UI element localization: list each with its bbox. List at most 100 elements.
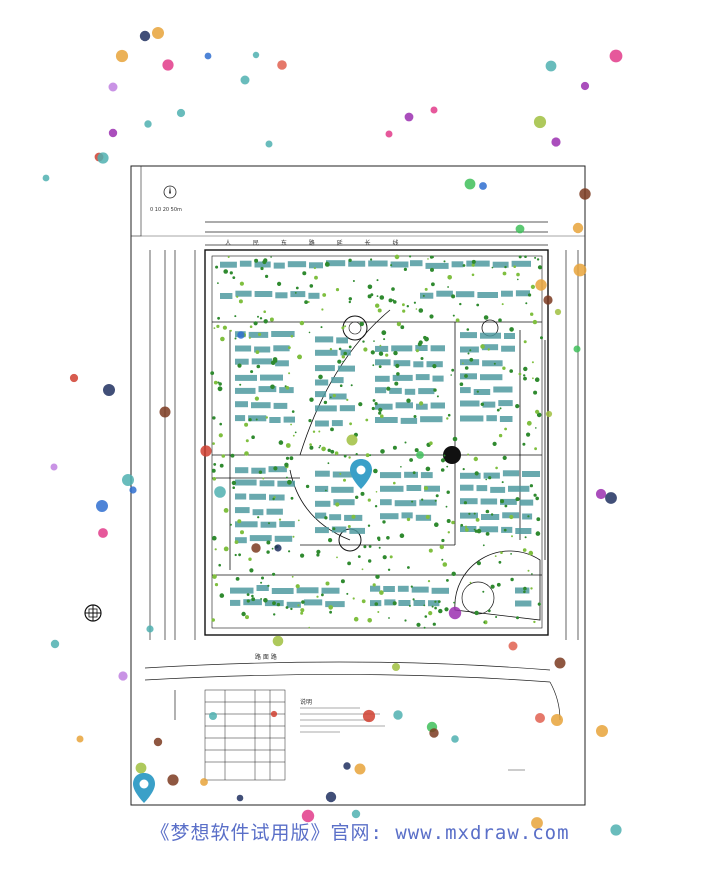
tree-symbol bbox=[321, 308, 324, 311]
tree-symbol bbox=[255, 350, 260, 354]
tree-symbol bbox=[446, 465, 449, 468]
tree-symbol bbox=[493, 362, 496, 365]
colored-marker-dot bbox=[240, 75, 250, 85]
tree-symbol bbox=[468, 512, 471, 515]
building-block bbox=[273, 345, 290, 352]
crosshair-icon[interactable] bbox=[83, 603, 103, 623]
tree-symbol bbox=[534, 447, 537, 451]
tree-symbol bbox=[316, 595, 319, 598]
tree-symbol bbox=[490, 584, 495, 589]
colored-marker-dot bbox=[596, 725, 608, 737]
tree-symbol bbox=[347, 561, 351, 566]
tree-symbol bbox=[363, 347, 368, 352]
tree-symbol bbox=[213, 327, 216, 329]
map-pin-icon[interactable] bbox=[348, 458, 374, 490]
tree-symbol bbox=[223, 546, 229, 552]
tree-symbol bbox=[462, 264, 466, 267]
tree-symbol bbox=[251, 597, 256, 602]
building-block bbox=[460, 415, 484, 422]
tree-symbol bbox=[451, 294, 456, 299]
tree-symbol bbox=[349, 422, 352, 426]
tree-symbol bbox=[392, 601, 397, 606]
tree-symbol bbox=[504, 504, 508, 508]
tree-symbol bbox=[332, 527, 336, 531]
tree-symbol bbox=[357, 555, 361, 558]
map-pin-icon[interactable] bbox=[131, 772, 157, 804]
tree-symbol bbox=[309, 397, 314, 402]
tree-symbol bbox=[428, 548, 433, 553]
colored-marker-dot bbox=[343, 762, 351, 770]
tree-symbol bbox=[267, 584, 270, 587]
tree-symbol bbox=[395, 363, 400, 368]
building-block bbox=[477, 292, 498, 298]
building-block bbox=[502, 470, 520, 477]
building-block bbox=[420, 472, 433, 479]
tree-symbol bbox=[323, 400, 328, 405]
tree-symbol bbox=[324, 516, 328, 520]
tree-symbol bbox=[434, 522, 439, 527]
tree-symbol bbox=[518, 372, 522, 376]
colored-marker-dot bbox=[277, 60, 287, 70]
tree-symbol bbox=[498, 560, 502, 564]
tree-symbol bbox=[319, 445, 322, 447]
tree-symbol bbox=[263, 310, 267, 314]
tree-symbol bbox=[378, 411, 382, 415]
tree-symbol bbox=[408, 604, 411, 607]
landscape-trees bbox=[210, 254, 543, 629]
building-block bbox=[260, 521, 277, 528]
tree-symbol bbox=[425, 466, 431, 472]
tree-symbol bbox=[483, 621, 486, 624]
building-block bbox=[315, 379, 329, 386]
tree-symbol bbox=[530, 312, 534, 316]
tree-symbol bbox=[534, 256, 537, 259]
tree-symbol bbox=[476, 390, 479, 393]
tree-symbol bbox=[346, 398, 349, 401]
tree-symbol bbox=[535, 496, 539, 501]
tree-symbol bbox=[263, 319, 268, 324]
tree-symbol bbox=[285, 386, 290, 390]
tree-symbol bbox=[530, 284, 536, 289]
tree-symbol bbox=[244, 422, 249, 427]
building-block bbox=[309, 262, 323, 269]
tree-symbol bbox=[236, 295, 239, 298]
tree-symbol bbox=[336, 556, 338, 559]
building-block bbox=[500, 498, 517, 505]
colored-marker-dot bbox=[108, 128, 118, 138]
tree-symbol bbox=[474, 471, 479, 476]
colored-marker-dot bbox=[139, 30, 151, 42]
tree-symbol bbox=[367, 618, 373, 623]
tree-symbol bbox=[261, 576, 264, 580]
tree-symbol bbox=[352, 597, 355, 600]
tree-symbol bbox=[482, 590, 485, 593]
building-block bbox=[397, 585, 409, 592]
tree-symbol bbox=[415, 349, 419, 353]
tree-symbol bbox=[447, 286, 449, 288]
tree-symbol bbox=[327, 448, 331, 452]
tree-symbol bbox=[327, 462, 330, 465]
tree-symbol bbox=[376, 279, 379, 282]
tree-symbol bbox=[360, 491, 365, 496]
tree-symbol bbox=[530, 587, 533, 590]
colored-marker-dot bbox=[251, 543, 261, 553]
tree-symbol bbox=[524, 536, 527, 539]
tree-symbol bbox=[234, 315, 237, 318]
tree-symbol bbox=[329, 396, 332, 399]
tree-symbol bbox=[433, 388, 437, 392]
tree-symbol bbox=[350, 384, 353, 387]
tree-symbol bbox=[427, 580, 431, 583]
building-block bbox=[315, 336, 334, 343]
tree-symbol bbox=[359, 321, 364, 327]
building-block bbox=[389, 387, 402, 394]
building-block bbox=[460, 472, 481, 479]
tree-symbol bbox=[436, 395, 439, 398]
tree-symbol bbox=[316, 553, 320, 557]
building-block bbox=[375, 403, 393, 410]
building-block bbox=[490, 486, 506, 493]
colored-marker-dot bbox=[346, 434, 358, 446]
tree-symbol bbox=[393, 481, 396, 485]
tree-symbol bbox=[347, 525, 351, 528]
tree-symbol bbox=[446, 519, 451, 523]
colored-marker-dot bbox=[404, 112, 414, 122]
tree-symbol bbox=[386, 536, 390, 540]
